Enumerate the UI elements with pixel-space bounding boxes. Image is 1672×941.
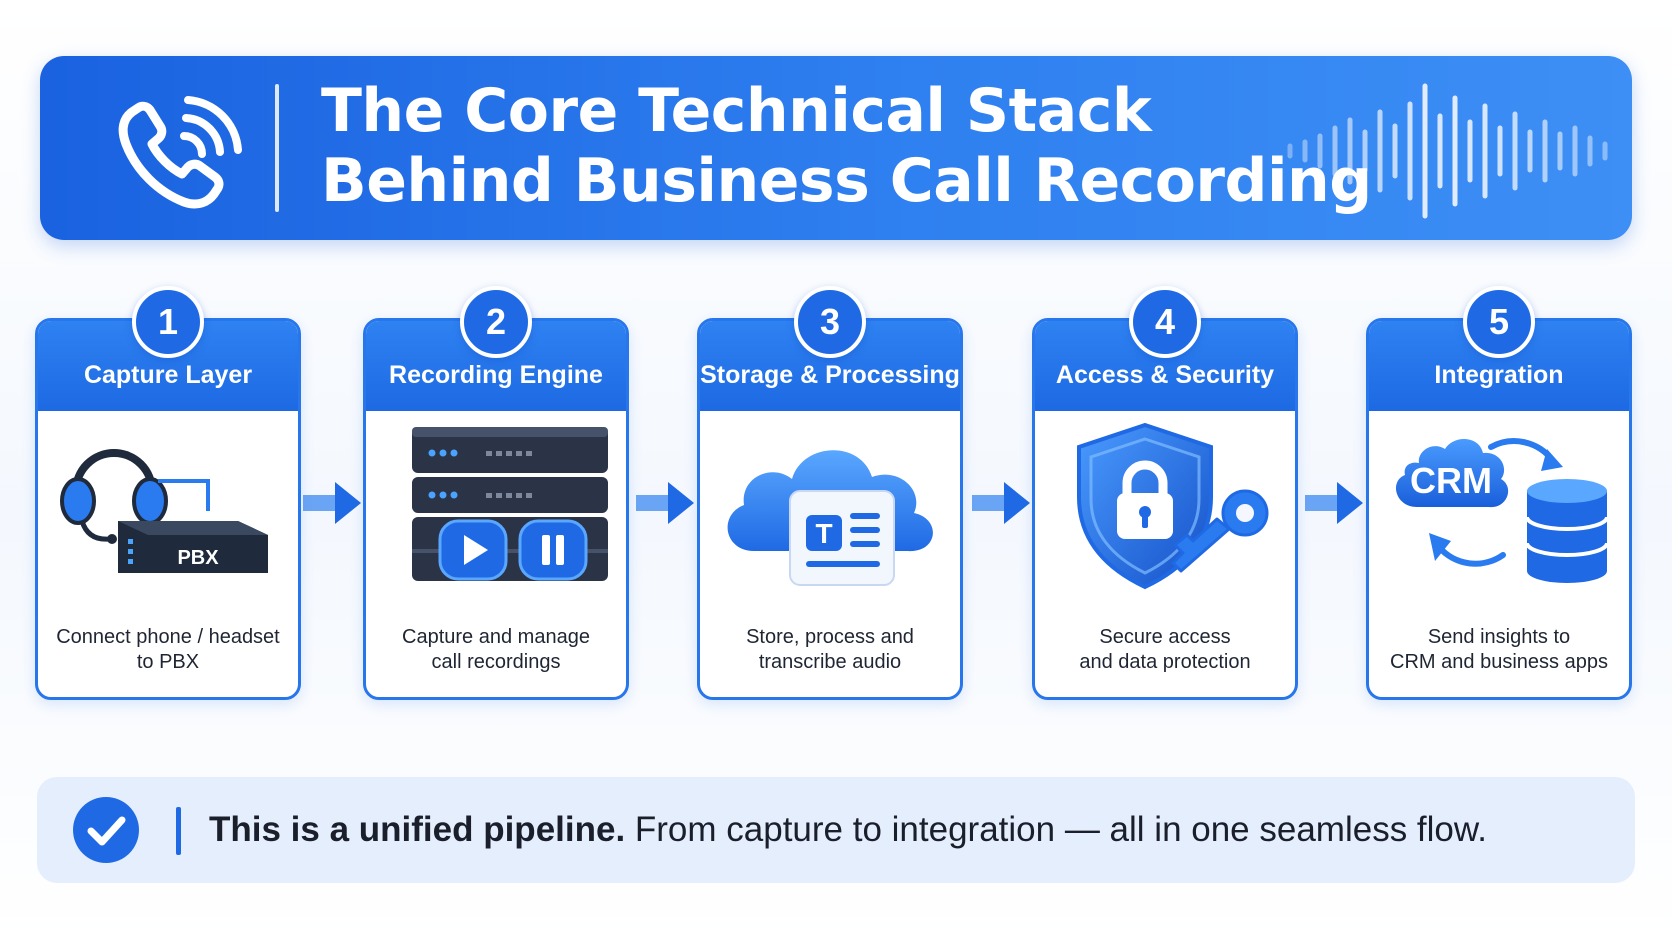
step-description: Store, process and transcribe audio	[700, 625, 960, 675]
title-line-1: The Core Technical Stack	[321, 76, 1152, 146]
step-card: Access & Security Secure access and data…	[1032, 318, 1298, 700]
summary-text: This is a unified pipeline. From capture…	[209, 805, 1487, 855]
crm-label: CRM	[1410, 460, 1492, 501]
transcript-letter: T	[815, 518, 832, 549]
sound-wave-icon	[1287, 83, 1608, 219]
step-description-line-2: CRM and business apps	[1390, 651, 1608, 673]
flow-arrow-icon	[972, 482, 1030, 524]
step-number-badge: 2	[460, 286, 532, 358]
page-title: The Core Technical Stack Behind Business…	[321, 76, 1372, 216]
step-recording-engine: 2 Recording Engine Capture and manage ca…	[363, 286, 629, 700]
pbx-label: PBX	[177, 547, 219, 569]
step-number-badge: 3	[794, 286, 866, 358]
step-description-line-1: Secure access	[1099, 626, 1231, 648]
check-circle-icon	[73, 797, 139, 863]
flow-arrow-icon	[303, 482, 361, 524]
step-card: Capture Layer PBX Connect phone / headse…	[35, 318, 301, 700]
shield-lock-key-icon	[1077, 422, 1269, 590]
step-access-security: 4 Access & Security Secure access and da…	[1032, 286, 1298, 700]
step-card-header: Integration	[1369, 321, 1629, 411]
step-title: Integration	[1434, 361, 1564, 389]
footer-divider	[176, 807, 181, 855]
phone-ringing-icon	[118, 96, 242, 209]
step-integration: 5 Integration CRM Send ins	[1366, 286, 1632, 700]
step-description-line-2: transcribe audio	[758, 651, 902, 673]
step-description: Secure access and data protection	[1035, 625, 1295, 675]
header-divider	[275, 84, 279, 212]
step-number-badge: 5	[1463, 286, 1535, 358]
step-storage-processing: 3 Storage & Processing T Store, process …	[697, 286, 963, 700]
title-line-2: Behind Business Call Recording	[321, 146, 1372, 216]
step-description-line-1: Store, process and	[746, 626, 914, 648]
step-description-line-1: Connect phone / headset	[56, 626, 280, 648]
step-description-line-2: to PBX	[136, 651, 200, 673]
summary-banner: This is a unified pipeline. From capture…	[37, 777, 1635, 883]
step-description-line-1: Capture and manage	[402, 626, 590, 648]
step-card: Integration CRM Send insights to C	[1366, 318, 1632, 700]
server-rack-icon	[412, 427, 608, 581]
headset-pbx-icon: PBX	[60, 449, 268, 573]
summary-bold-text: This is a unified pipeline.	[209, 810, 626, 849]
header-banner: The Core Technical Stack Behind Business…	[40, 56, 1632, 240]
flow-arrow-icon	[636, 482, 694, 524]
step-description: Connect phone / headset to PBX	[38, 625, 298, 675]
step-description: Send insights to CRM and business apps	[1369, 625, 1629, 675]
step-number-badge: 1	[132, 286, 204, 358]
step-title: Capture Layer	[83, 361, 253, 389]
step-title: Access & Security	[1055, 361, 1275, 389]
step-description: Capture and manage call recordings	[366, 625, 626, 675]
step-card-header: Access & Security	[1035, 321, 1295, 411]
step-title: Storage & Processing	[700, 361, 960, 389]
cloud-transcript-icon: T	[727, 450, 933, 586]
step-card: Storage & Processing T Store, process an…	[697, 318, 963, 700]
flow-arrow-icon	[1305, 482, 1363, 524]
summary-regular-text: From capture to integration — all in one…	[625, 810, 1487, 849]
step-description-line-1: Send insights to	[1427, 626, 1571, 648]
step-title: Recording Engine	[389, 361, 603, 389]
step-number-badge: 4	[1129, 286, 1201, 358]
step-capture-layer: 1 Capture Layer PBX Connect phone / head…	[35, 286, 301, 700]
step-description-line-2: call recordings	[431, 651, 561, 673]
step-card: Recording Engine Capture and manage call…	[363, 318, 629, 700]
crm-database-icon: CRM	[1395, 438, 1609, 583]
step-description-line-2: and data protection	[1079, 651, 1251, 673]
